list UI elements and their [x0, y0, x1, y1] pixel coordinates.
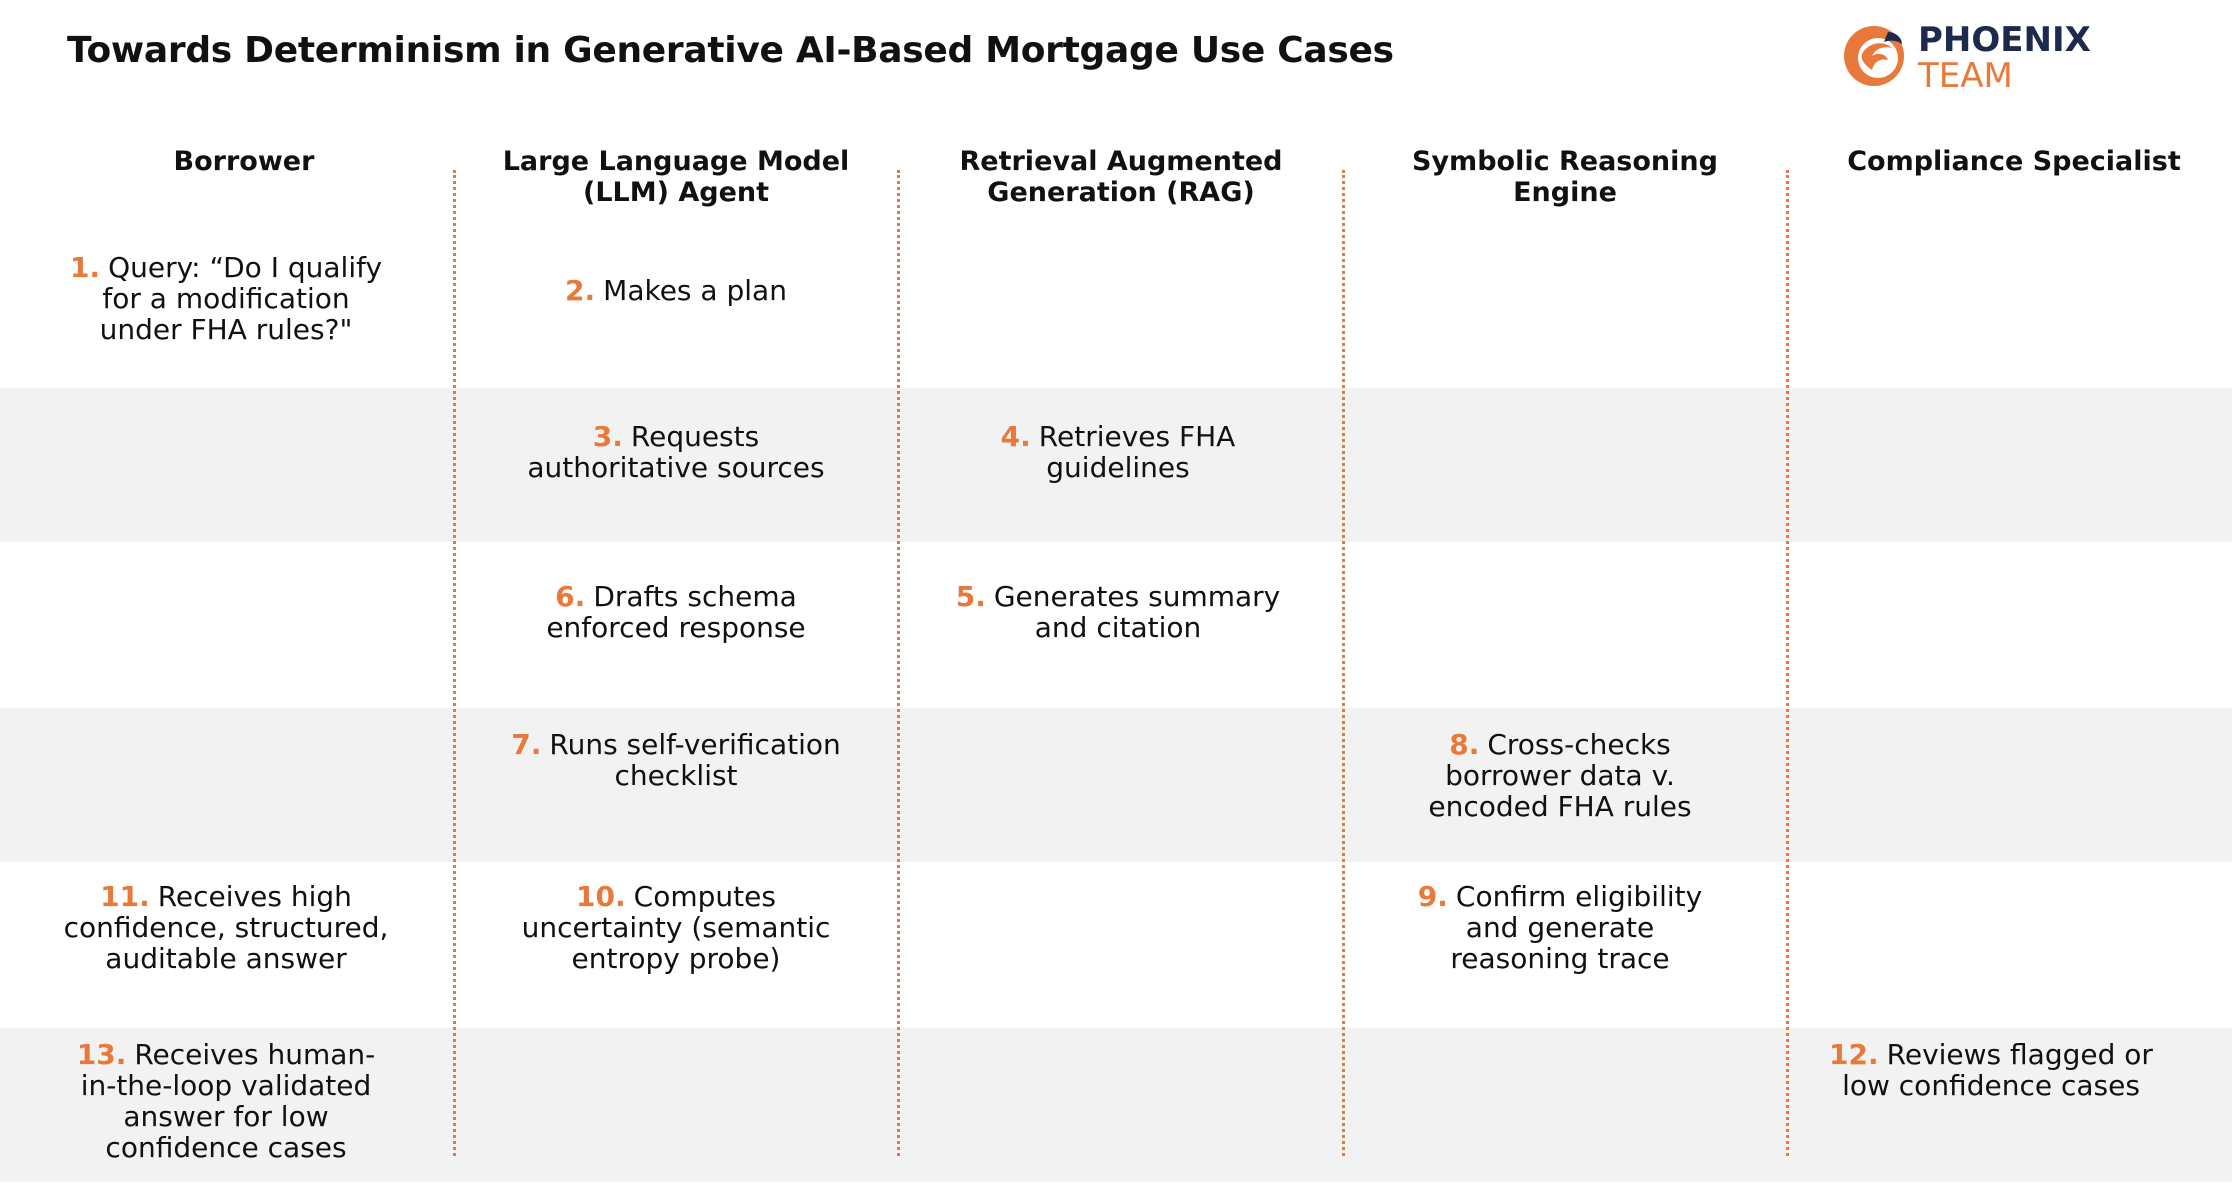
column-header-llm-agent: Large Language Model (LLM) Agent	[502, 146, 850, 208]
column-header-borrower: Borrower	[173, 146, 315, 177]
step-13: 13.Receives human-in-the-loop validated …	[61, 1039, 391, 1163]
page-title: Towards Determinism in Generative AI-Bas…	[67, 30, 1394, 71]
step-11: 11.Receives high confidence, structured,…	[61, 881, 391, 974]
step-text: Confirm eligibility and generate reasoni…	[1450, 880, 1703, 975]
step-text: Makes a plan	[603, 274, 787, 307]
step-text: Drafts schema enforced response	[546, 580, 806, 644]
step-number: 5.	[955, 580, 986, 613]
step-number: 10.	[576, 880, 626, 913]
column-divider-2	[897, 170, 900, 1156]
logo-word-team: TEAM	[1918, 56, 2013, 96]
step-number: 11.	[100, 880, 150, 913]
step-number: 4.	[1000, 420, 1031, 453]
logo-word-phoenix: PHOENIX	[1918, 20, 2091, 60]
step-number: 9.	[1417, 880, 1448, 913]
step-text: Cross-checks borrower data v. encoded FH…	[1428, 728, 1692, 823]
step-number: 2.	[565, 274, 596, 307]
step-12: 12.Reviews flagged or low confidence cas…	[1826, 1039, 2156, 1101]
column-header-rag: Retrieval Augmented Generation (RAG)	[959, 146, 1283, 208]
step-text: Receives human-in-the-loop validated ans…	[80, 1038, 376, 1164]
step-number: 8.	[1449, 728, 1480, 761]
step-1: 1.Query: “Do I qualify for a modificatio…	[61, 252, 391, 345]
step-number: 1.	[69, 251, 101, 284]
row-band-6	[0, 1028, 2232, 1182]
step-text: Requests authoritative sources	[527, 420, 825, 484]
step-text: Computes uncertainty (semantic entropy p…	[521, 880, 831, 975]
step-6: 6.Drafts schema enforced response	[511, 581, 841, 643]
step-text: Runs self-verification checklist	[549, 728, 841, 792]
step-text: Retrieves FHA guidelines	[1038, 420, 1236, 484]
column-divider-3	[1342, 170, 1345, 1156]
step-7: 7.Runs self-verification checklist	[511, 729, 841, 791]
step-number: 13.	[76, 1038, 127, 1071]
column-divider-1	[453, 170, 456, 1156]
step-8: 8.Cross-checks borrower data v. encoded …	[1395, 729, 1725, 822]
column-header-symbolic-engine: Symbolic Reasoning Engine	[1412, 146, 1718, 208]
step-10: 10.Computes uncertainty (semantic entrop…	[511, 881, 841, 974]
step-text: Query: “Do I qualify for a modification …	[99, 251, 383, 346]
step-number: 6.	[555, 580, 586, 613]
row-band-4	[0, 708, 2232, 862]
column-header-compliance-specialist: Compliance Specialist	[1847, 146, 2181, 177]
step-5: 5.Generates summary and citation	[953, 581, 1283, 643]
step-number: 7.	[511, 728, 542, 761]
phoenix-team-logo: PHOENIX TEAM	[1838, 18, 2128, 96]
step-text: Generates summary and citation	[993, 580, 1281, 644]
phoenix-logo-icon	[1844, 26, 1904, 86]
row-band-2	[0, 388, 2232, 542]
column-divider-4	[1786, 170, 1789, 1156]
step-2: 2.Makes a plan	[511, 275, 841, 306]
step-number: 12.	[1829, 1038, 1879, 1071]
step-text: Reviews flagged or low confidence cases	[1842, 1038, 2153, 1102]
step-4: 4.Retrieves FHA guidelines	[953, 421, 1283, 483]
step-number: 3.	[592, 420, 623, 453]
step-9: 9.Confirm eligibility and generate reaso…	[1395, 881, 1725, 974]
step-3: 3.Requests authoritative sources	[511, 421, 841, 483]
step-text: Receives high confidence, structured, au…	[63, 880, 389, 975]
